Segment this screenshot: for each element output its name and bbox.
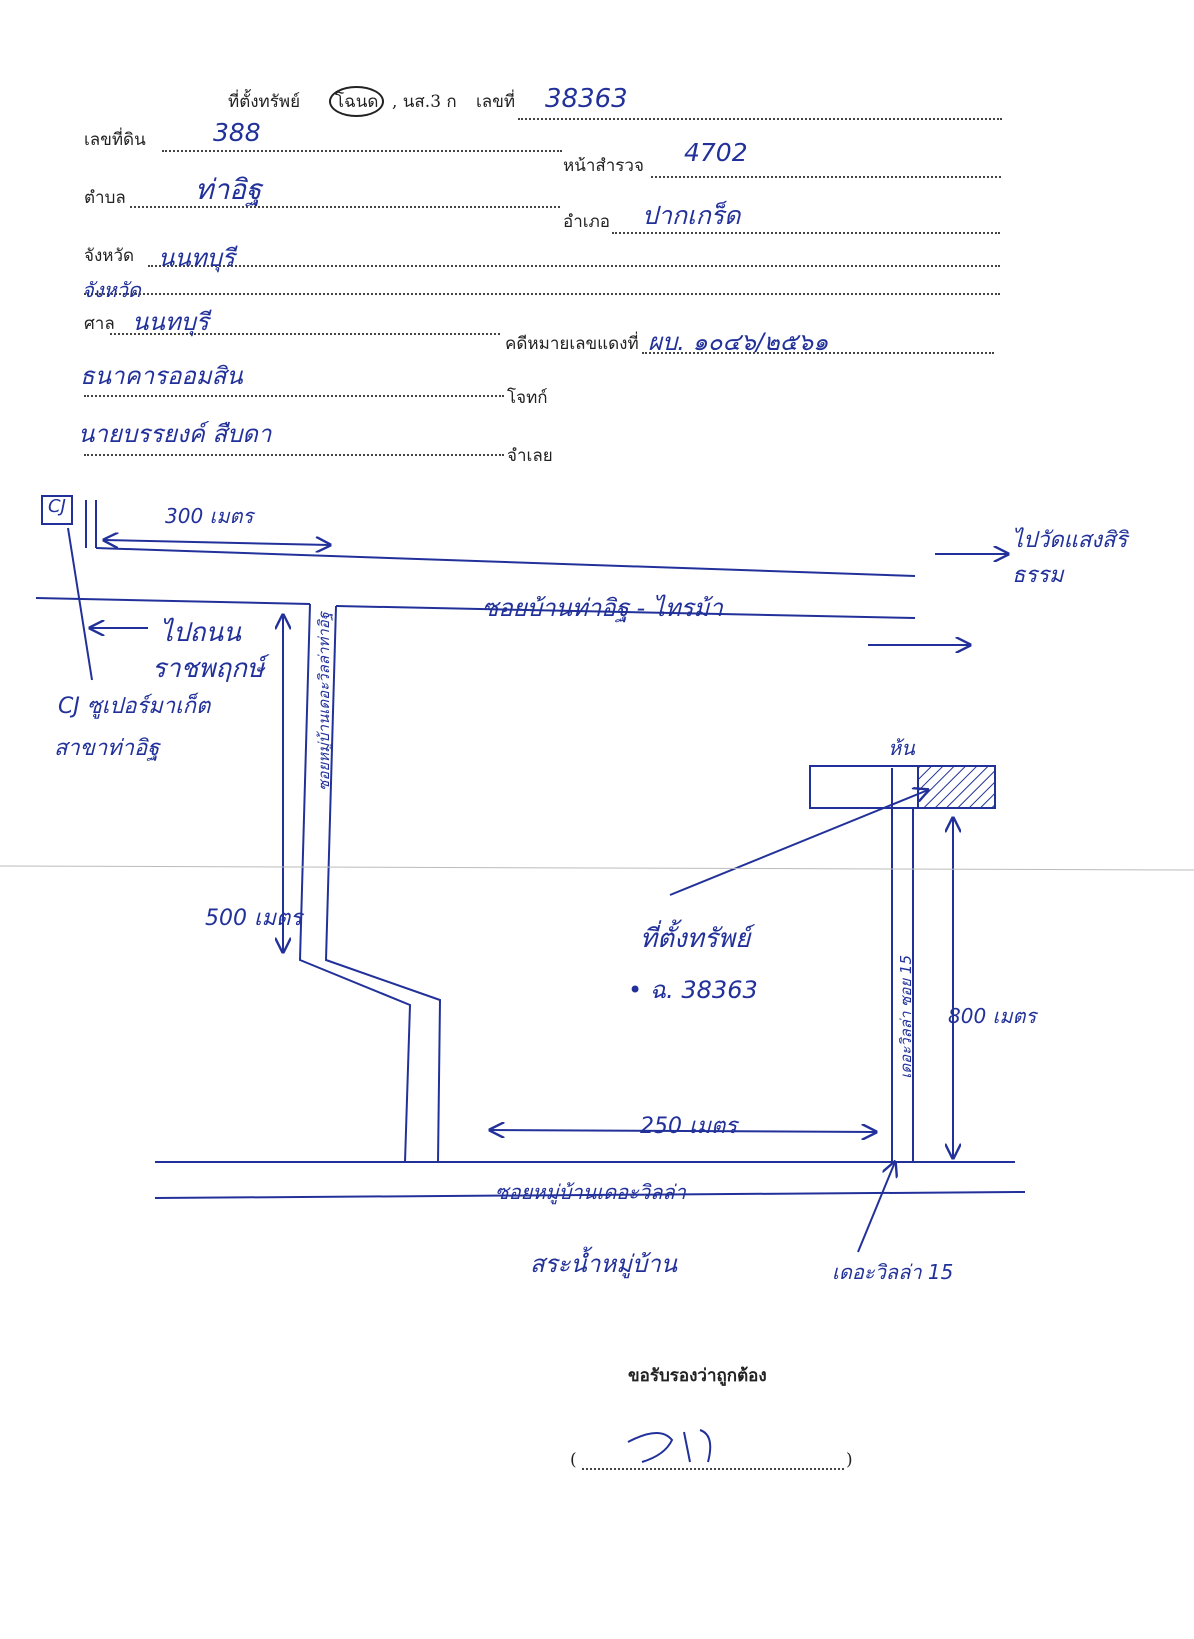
blank-line: [84, 293, 1000, 295]
case-no-label: คดีหมายเลขแดงที่: [505, 334, 639, 354]
header-no-label: เลขที่: [476, 92, 516, 112]
amphoe-line: [612, 232, 1000, 234]
deed-number-value: 38363: [545, 84, 628, 114]
amphoe-value: ปากเกร็ด: [642, 201, 741, 230]
defendant-line: [84, 454, 504, 456]
deed-number-line: [518, 118, 1002, 120]
signature-line: [582, 1468, 844, 1470]
soi-villa15-label: เดอะวิลล่า ซอย 15: [897, 955, 915, 1079]
dist-250-label: 250 เมตร: [640, 1114, 738, 1139]
dist-300-label: 300 เมตร: [165, 504, 254, 528]
plaintiff-value: ธนาคารออมสิน: [80, 362, 243, 390]
soi-main-label: ซอยบ้านท่าอิฐ - ไทรม้า: [482, 594, 723, 622]
to-wat-label: ไปวัดแสงสิริธรรม: [1012, 528, 1128, 588]
court-value: นนทบุรี: [132, 308, 209, 336]
dist-300-arrow: [104, 540, 330, 545]
court-label: ศาล: [84, 314, 115, 334]
survey-page-value: 4702: [684, 138, 748, 167]
tambon-value: ท่าอิฐ: [195, 173, 262, 206]
case-no-value: ผบ. ๑๐๔๖/๒๕๖๑: [648, 328, 829, 356]
survey-page-line: [651, 176, 1001, 178]
cj-branch-label: สาขาท่าอิฐ: [54, 736, 160, 761]
signature-paren-close: ): [846, 1450, 853, 1470]
cj-pointer-line: [67, 527, 93, 681]
soi-vertical-left-edge: [298, 603, 412, 1163]
cj-top-box: [41, 495, 73, 525]
to-ratchaphruek-label-1: ไปถนน: [160, 618, 241, 648]
defendant-value: นายบรรยงค์ สืบดา: [78, 420, 272, 448]
header-location-label: ที่ตั้งทรัพย์: [228, 92, 301, 112]
amphoe-label: อำเภอ: [563, 212, 610, 232]
bottom-road-bottom-edge: [154, 1191, 1026, 1199]
villa15-label: เดอะวิลล่า 15: [832, 1260, 954, 1284]
tambon-label: ตำบล: [84, 188, 126, 208]
court-line: [110, 333, 500, 335]
certify-label: ขอรับรองว่าถูกต้อง: [628, 1366, 767, 1386]
soi-vertical-right-edge: [324, 605, 442, 1163]
soi-vertical-label: ซอยหมู่บ้านเดอะวิลล่าท่าอิฐ: [315, 612, 333, 791]
signature-mark: [627, 1429, 712, 1463]
cj-top-label: CJ: [48, 496, 66, 517]
property-deed-label: • ฉ. 38363: [628, 976, 758, 1004]
signature-paren-open: (: [570, 1450, 577, 1470]
dist-800-label: 800 เมตร: [948, 1004, 1037, 1028]
plaintiff-label: โจทก์: [507, 388, 548, 408]
to-ratchaphruek-label-2: ราชพฤกษ์: [152, 654, 264, 684]
tambon-line: [130, 206, 560, 208]
pond-label: สระน้ำหมู่บ้าน: [530, 1250, 678, 1278]
dist-500-label: 500 เมตร: [205, 906, 303, 931]
plaintiff-line: [84, 395, 504, 397]
dist-250-arrow: [490, 1130, 876, 1132]
property-hatched-plot: [917, 765, 996, 809]
soi-bottom-label: ซอยหมู่บ้านเดอะวิลล่า: [495, 1180, 686, 1204]
pole-label: ห้น: [888, 736, 915, 760]
court-prefix: จังหวัด: [82, 278, 141, 302]
province-label: จังหวัด: [84, 246, 135, 266]
cj-supermarket-label: CJ ซูเปอร์มาเก็ต: [58, 694, 211, 719]
main-road-bottom-edge-right: [335, 605, 916, 619]
property-pointer-arrow: [669, 790, 928, 896]
survey-page-label: หน้าสำรวจ: [563, 156, 644, 176]
main-road-top-edge: [95, 547, 916, 577]
villa15-pointer-arrow: [857, 1162, 895, 1253]
province-line: [148, 265, 1000, 267]
header-ns3k-label: , นส.3 ก: [392, 92, 457, 112]
property-label: ที่ตั้งทรัพย์: [640, 924, 751, 954]
case-no-line: [642, 352, 994, 354]
land-no-line: [162, 150, 562, 152]
scan-fold-line: [0, 865, 1194, 871]
defendant-label: จำเลย: [507, 446, 553, 466]
land-no-value: 388: [213, 118, 261, 147]
header-deed-circled: โฉนด: [329, 86, 385, 117]
land-no-label: เลขที่ดิน: [84, 130, 146, 150]
province-value: นนทบุรี: [158, 244, 235, 272]
main-road-bottom-edge-left: [35, 597, 311, 605]
